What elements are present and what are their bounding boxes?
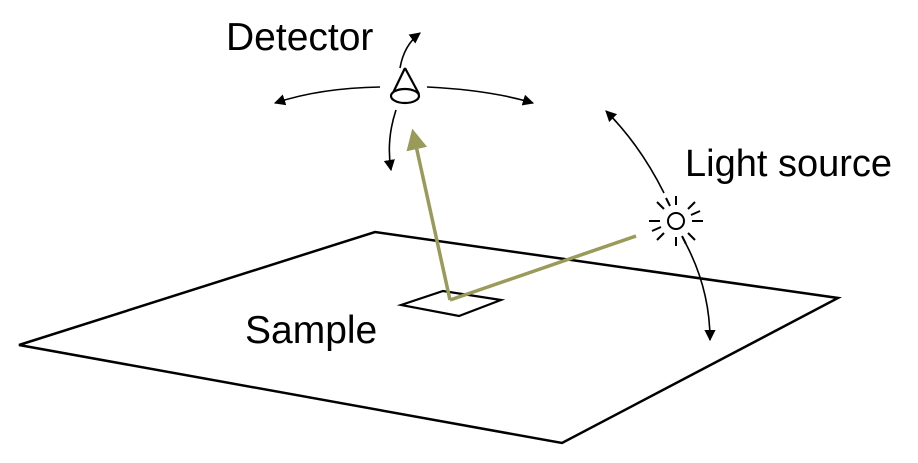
detector-arc-vertical-up	[399, 32, 421, 69]
light-source-arc-up	[605, 110, 665, 194]
cone-detector-icon	[389, 67, 421, 105]
detector-arc-horizontal-right	[426, 86, 535, 106]
stage-plane	[18, 230, 843, 445]
detector-arc-vertical-down	[383, 109, 397, 172]
reflected-beam	[406, 128, 452, 301]
detector-label: Detector	[226, 16, 374, 59]
sample-patch	[396, 289, 506, 318]
detector-arc-horizontal	[273, 86, 381, 106]
light-source-arc-down	[685, 243, 716, 342]
sample-label: Sample	[245, 309, 378, 352]
incident-beam	[449, 234, 637, 302]
light-source-label: Light source	[685, 143, 893, 185]
sun-light-icon	[649, 196, 703, 246]
